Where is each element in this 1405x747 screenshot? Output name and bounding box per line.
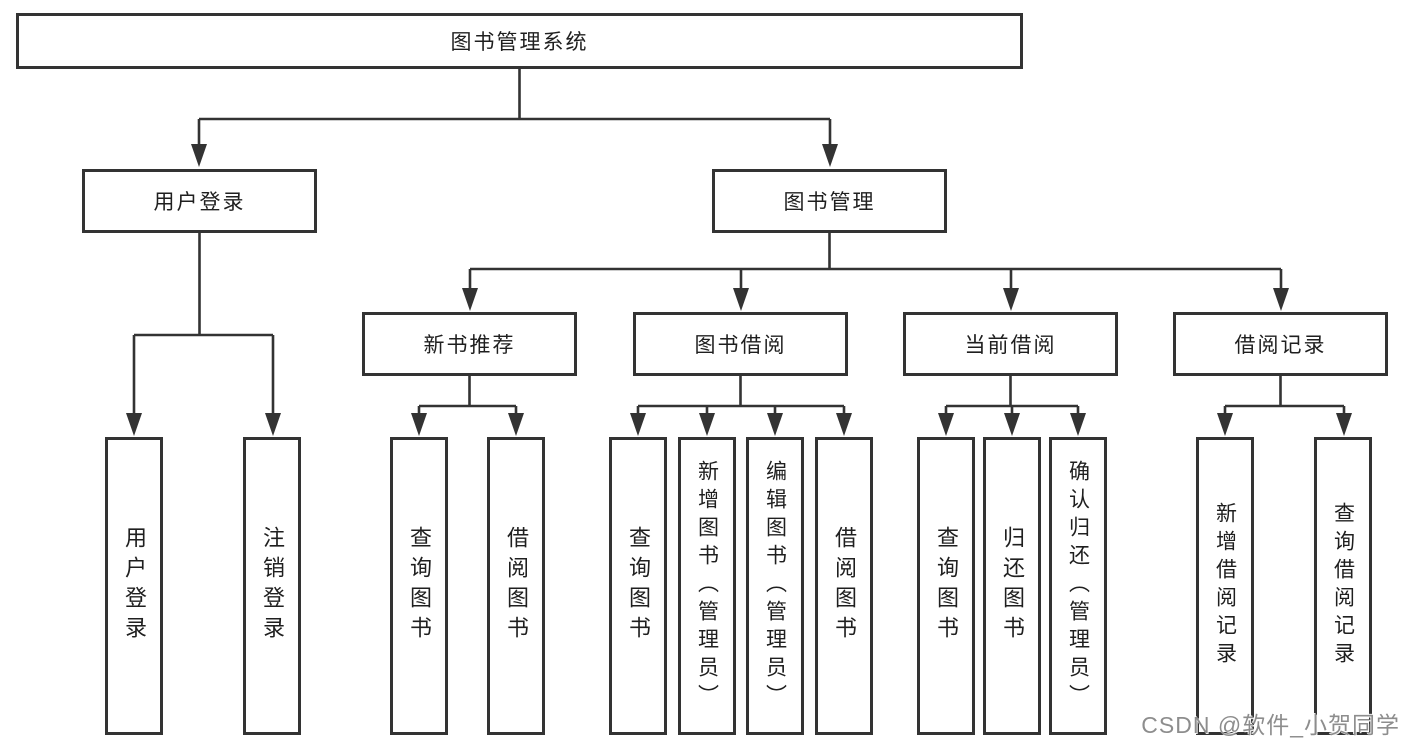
node-label: 新增图书（管理员） (695, 460, 719, 712)
leaf-edit-books-admin: 编辑图书（管理员） (746, 437, 804, 735)
node-user-login: 用户登录 (82, 169, 317, 233)
node-label: 查询图书 (934, 526, 959, 646)
node-system-root: 图书管理系统 (16, 13, 1023, 69)
node-label: 编辑图书（管理员） (763, 460, 787, 712)
leaf-add-borrow-record: 新增借阅记录 (1196, 437, 1254, 735)
leaf-return-books: 归还图书 (983, 437, 1041, 735)
node-label: 借阅图书 (832, 526, 857, 646)
node-label: 图书借阅 (694, 334, 787, 357)
leaf-add-books-admin: 新增图书（管理员） (678, 437, 736, 735)
node-label: 查询借阅记录 (1331, 502, 1355, 670)
node-label: 新书推荐 (423, 334, 516, 357)
leaf-query-books-current: 查询图书 (917, 437, 975, 735)
node-label: 用户登录 (153, 191, 246, 214)
leaf-query-books-borrow: 查询图书 (609, 437, 667, 735)
node-label: 借阅图书 (504, 526, 529, 646)
leaf-borrow-books-recommend: 借阅图书 (487, 437, 545, 735)
leaf-query-books-recommend: 查询图书 (390, 437, 448, 735)
node-label: 用户登录 (122, 526, 147, 646)
node-label: 图书管理 (783, 191, 876, 214)
node-new-book-recommend: 新书推荐 (362, 312, 577, 376)
leaf-borrow-books: 借阅图书 (815, 437, 873, 735)
node-label: 查询图书 (626, 526, 651, 646)
node-label: 借阅记录 (1234, 334, 1327, 357)
node-book-management: 图书管理 (712, 169, 947, 233)
csdn-watermark: CSDN @软件_小贺同学 (1141, 712, 1400, 738)
node-borrowing-records: 借阅记录 (1173, 312, 1388, 376)
node-label: 归还图书 (1000, 526, 1025, 646)
node-label: 新增借阅记录 (1213, 502, 1237, 670)
node-book-borrowing: 图书借阅 (633, 312, 848, 376)
leaf-logout: 注销登录 (243, 437, 301, 735)
leaf-confirm-return-admin: 确认归还（管理员） (1049, 437, 1107, 735)
node-label: 当前借阅 (964, 334, 1057, 357)
leaf-query-borrow-record: 查询借阅记录 (1314, 437, 1372, 735)
node-label: 查询图书 (407, 526, 432, 646)
leaf-user-login: 用户登录 (105, 437, 163, 735)
node-label: 注销登录 (260, 526, 285, 646)
node-label: 图书管理系统 (450, 31, 589, 54)
node-current-borrowing: 当前借阅 (903, 312, 1118, 376)
node-label: 确认归还（管理员） (1066, 460, 1090, 712)
